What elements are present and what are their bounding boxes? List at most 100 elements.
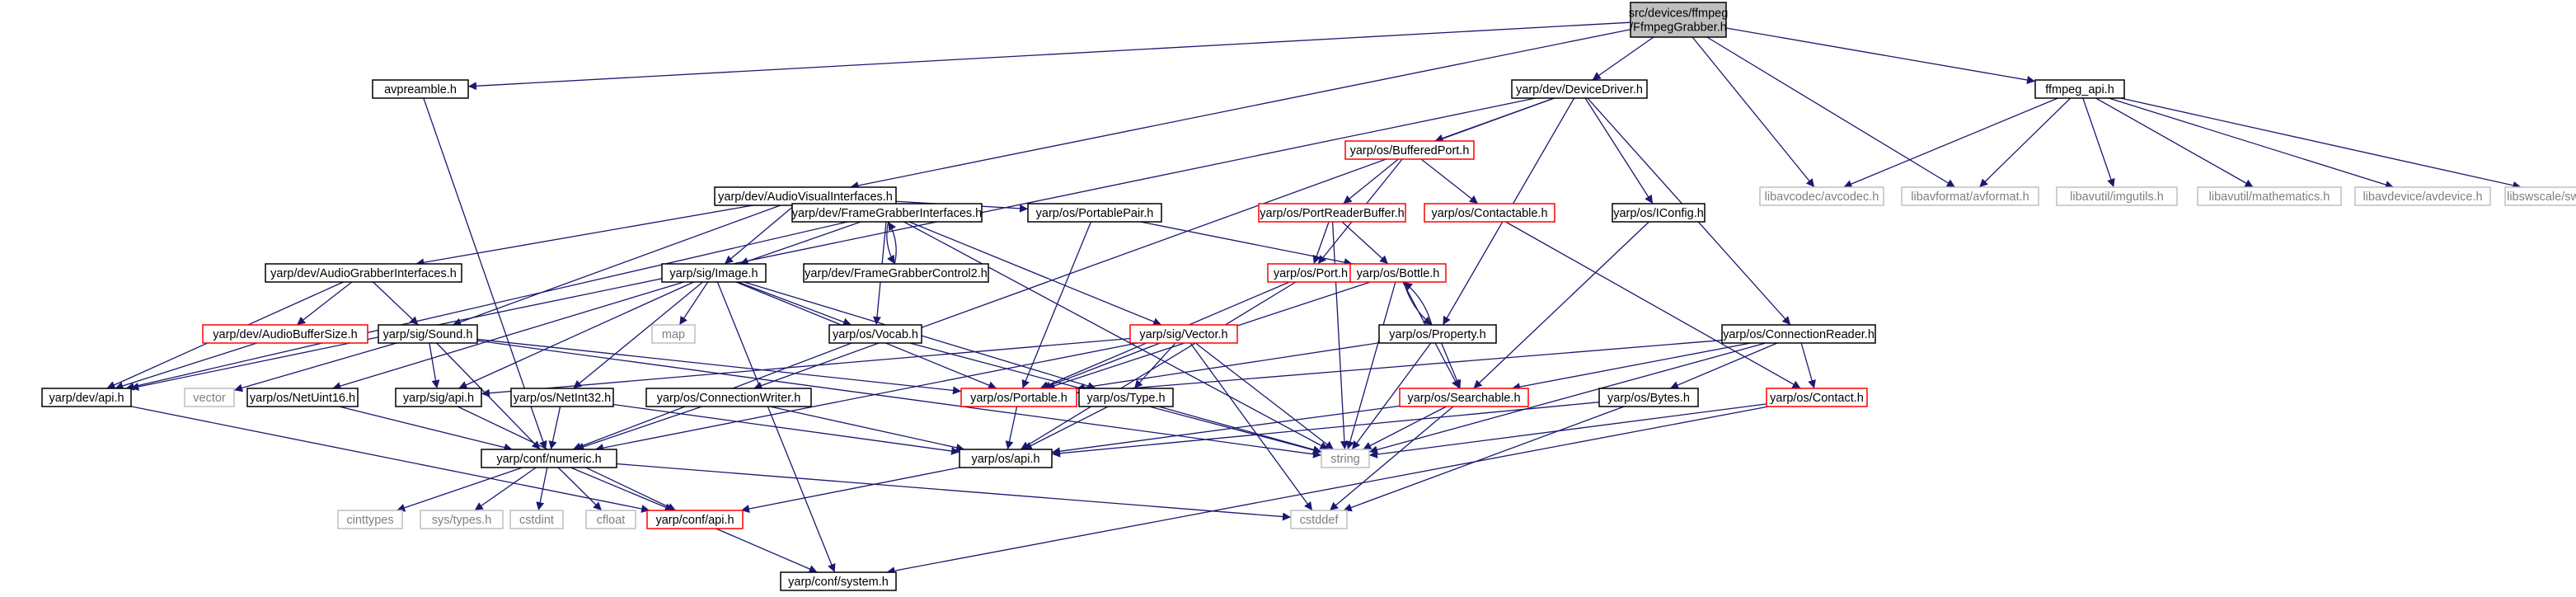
node-portreaderbuffer[interactable]: yarp/os/PortReaderBuffer.h (1258, 203, 1406, 223)
node-box-vocab (828, 324, 922, 344)
node-avcodec[interactable]: libavcodec/avcodec.h (1759, 186, 1884, 206)
node-root[interactable]: src/devices/ffmpeg/FfmpegGrabber.h (1629, 2, 1729, 38)
node-box-bytes (1598, 388, 1699, 407)
node-bytes[interactable]: yarp/os/Bytes.h (1598, 388, 1699, 407)
edge-bytes-to-cstddef (1343, 406, 1625, 512)
node-label-devicedriver: yarp/dev/DeviceDriver.h (1516, 83, 1643, 96)
edge-property-to-string (1351, 342, 1432, 450)
node-box-cfloat (585, 510, 636, 529)
node-avformat[interactable]: libavformat/avformat.h (1901, 186, 2039, 206)
node-bufferedport[interactable]: yarp/os/BufferedPort.h (1344, 140, 1475, 160)
node-label-agif: yarp/dev/AudioGrabberInterfaces.h (270, 267, 457, 280)
node-box-fgc2 (803, 263, 989, 283)
node-label-cstdint: cstdint (519, 514, 554, 527)
node-box-portreaderbuffer (1258, 203, 1406, 223)
edge-netuint16-to-numeric (339, 406, 513, 452)
node-fgif[interactable]: yarp/dev/FrameGrabberInterfaces.h (791, 203, 983, 223)
node-box-property (1378, 324, 1497, 344)
edge-portablepair-to-portable (1021, 221, 1092, 389)
node-label-map: map (662, 328, 685, 341)
node-cstddef[interactable]: cstddef (1290, 510, 1348, 529)
node-iconfig[interactable]: yarp/os/IConfig.h (1612, 203, 1706, 223)
node-box-abufsize (202, 324, 368, 344)
node-sigvector[interactable]: yarp/sig/Vector.h (1129, 324, 1238, 344)
node-sound[interactable]: yarp/sig/Sound.h (378, 324, 478, 344)
edge-sigvector-to-string (1194, 342, 1335, 450)
node-contact[interactable]: yarp/os/Contact.h (1766, 388, 1868, 407)
node-devicedriver[interactable]: yarp/dev/DeviceDriver.h (1511, 79, 1648, 99)
node-devapi[interactable]: yarp/dev/api.h (41, 388, 132, 407)
edge-contact-to-string (1368, 403, 1767, 458)
node-box-devapi (41, 388, 132, 407)
edge-property-to-searchable (1440, 342, 1462, 389)
node-cfloat[interactable]: cfloat (585, 510, 636, 529)
node-box-fgif (791, 203, 983, 223)
node-type[interactable]: yarp/os/Type.h (1078, 388, 1174, 407)
node-property[interactable]: yarp/os/Property.h (1378, 324, 1497, 344)
node-box-avdevice (2354, 186, 2491, 206)
node-label-sigapi: yarp/sig/api.h (403, 392, 474, 405)
node-map[interactable]: map (651, 324, 696, 344)
edge-numeric-to-cfloat (557, 467, 603, 511)
node-ffmpeg_api[interactable]: ffmpeg_api.h (2034, 79, 2125, 99)
node-swscale[interactable]: libswscale/swscale.h (2504, 186, 2576, 206)
node-box-portable (960, 388, 1077, 407)
node-cstdint[interactable]: cstdint (509, 510, 564, 529)
node-label-vocab: yarp/os/Vocab.h (833, 328, 918, 341)
node-label-avpreamble: avpreamble.h (384, 83, 457, 96)
node-cinttypes[interactable]: cinttypes (337, 510, 403, 529)
node-connreader[interactable]: yarp/os/ConnectionReader.h (1721, 324, 1876, 344)
node-netint32[interactable]: yarp/os/NetInt32.h (510, 388, 614, 407)
node-label-iconfig: yarp/os/IConfig.h (1613, 207, 1704, 220)
node-label-sigvector: yarp/sig/Vector.h (1139, 328, 1227, 341)
node-connwriter[interactable]: yarp/os/ConnectionWriter.h (645, 388, 812, 407)
node-box-root (1630, 2, 1727, 38)
node-confapi[interactable]: yarp/conf/api.h (646, 510, 744, 529)
node-searchable[interactable]: yarp/os/Searchable.h (1399, 388, 1529, 407)
node-vocab[interactable]: yarp/os/Vocab.h (828, 324, 922, 344)
node-string[interactable]: string (1321, 449, 1370, 468)
edge-root-to-avpreamble (467, 21, 1631, 91)
node-system[interactable]: yarp/conf/system.h (780, 571, 897, 591)
node-systypes[interactable]: sys/types.h (420, 510, 504, 529)
node-imgutils[interactable]: libavutil/imgutils.h (2056, 186, 2178, 206)
edge-ffmpeg_api-to-swscale (2120, 97, 2522, 190)
node-label-cinttypes: cinttypes (346, 514, 393, 527)
node-port[interactable]: yarp/os/Port.h (1267, 263, 1354, 283)
node-image[interactable]: yarp/sig/Image.h (661, 263, 767, 283)
node-label-contactable: yarp/os/Contactable.h (1431, 207, 1547, 220)
node-numeric[interactable]: yarp/conf/numeric.h (481, 449, 617, 468)
node-avpreamble[interactable]: avpreamble.h (372, 79, 469, 99)
node-avdevice[interactable]: libavdevice/avdevice.h (2354, 186, 2491, 206)
node-vector[interactable]: vector (184, 388, 235, 407)
edge-ffmpeg_api-to-avcodec (1843, 97, 2058, 188)
edge-property-to-portable (1076, 342, 1380, 392)
node-label-fgc2: yarp/dev/FrameGrabberControl2.h (805, 267, 988, 280)
node-portablepair[interactable]: yarp/os/PortablePair.h (1027, 203, 1162, 223)
node-bottle[interactable]: yarp/os/Bottle.h (1349, 263, 1447, 283)
node-sigapi[interactable]: yarp/sig/api.h (395, 388, 482, 407)
node-contactable[interactable]: yarp/os/Contactable.h (1424, 203, 1555, 223)
node-label-bottle: yarp/os/Bottle.h (1357, 267, 1440, 280)
node-portable[interactable]: yarp/os/Portable.h (960, 388, 1077, 407)
edge-connreader-to-contact (1800, 342, 1816, 389)
node-mathematics[interactable]: libavutil/mathematics.h (2197, 186, 2342, 206)
edge-devicedriver-to-iconfig (1584, 97, 1654, 204)
node-box-type (1078, 388, 1174, 407)
node-agif[interactable]: yarp/dev/AudioGrabberInterfaces.h (265, 263, 462, 283)
edge-sigvector-to-sigapi (481, 337, 1131, 397)
node-osapi[interactable]: yarp/os/api.h (959, 449, 1053, 468)
node-netuint16[interactable]: yarp/os/NetUint16.h (246, 388, 359, 407)
node-box-devicedriver (1511, 79, 1648, 99)
node-label-cfloat: cfloat (597, 514, 626, 527)
node-fgc2[interactable]: yarp/dev/FrameGrabberControl2.h (803, 263, 989, 283)
edge-searchable-to-cstddef (1329, 406, 1454, 511)
edge-sigvector-to-portable (1042, 342, 1161, 390)
node-avinterfaces[interactable]: yarp/dev/AudioVisualInterfaces.h (714, 186, 897, 206)
edge-image-to-vocab (737, 281, 852, 327)
node-abufsize[interactable]: yarp/dev/AudioBufferSize.h (202, 324, 368, 344)
node-box-cstdint (509, 510, 564, 529)
edge-devicedriver-to-bufferedport (1434, 97, 1555, 143)
node-box-string (1321, 449, 1370, 468)
node-box-contactable (1424, 203, 1555, 223)
